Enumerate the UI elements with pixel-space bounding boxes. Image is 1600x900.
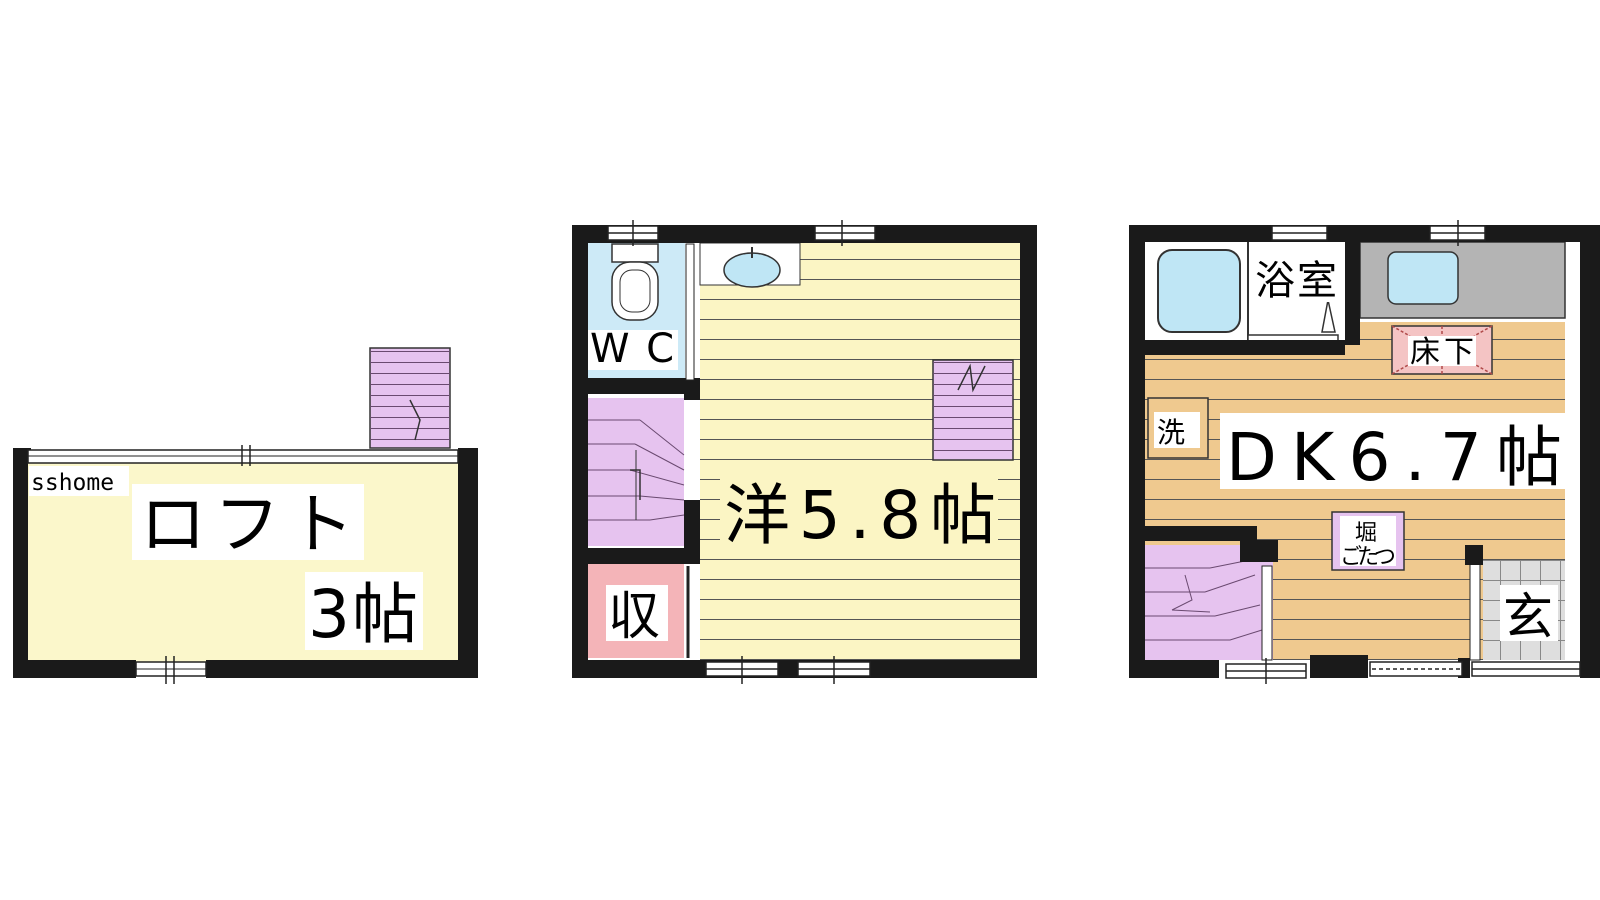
sink-icon bbox=[699, 242, 801, 288]
first-floor-plan: 浴室 床下 洗 DK6.7帖 堀 ごたつ bbox=[1129, 220, 1600, 684]
loft-walls bbox=[13, 448, 478, 678]
watermark-text: sshome bbox=[31, 470, 114, 496]
storage-label: 収 bbox=[608, 587, 660, 647]
kotatsu-label-2: ごたつ bbox=[1340, 545, 1396, 570]
second-floor-interior-walls bbox=[573, 243, 700, 564]
kitchen-sink-icon bbox=[1387, 251, 1459, 305]
first-floor-interior-walls bbox=[1145, 240, 1483, 565]
washer-icon: 洗 bbox=[1147, 397, 1209, 459]
bathtub-icon bbox=[1157, 249, 1241, 333]
kotatsu: 堀 ごたつ bbox=[1331, 511, 1405, 571]
entrance: 玄 bbox=[1469, 560, 1565, 661]
loft-top-window bbox=[27, 445, 459, 466]
second-floor-plan: WC 収 bbox=[572, 220, 1037, 684]
underfloor-storage: 床下 bbox=[1391, 325, 1493, 375]
western-room-stairs bbox=[932, 359, 1014, 461]
loft-name-label: ロフト bbox=[140, 486, 354, 563]
loft-size-label: 3帖 bbox=[308, 576, 418, 653]
entrance-label: 玄 bbox=[1503, 588, 1553, 646]
second-floor-walls bbox=[572, 225, 1037, 678]
kotatsu-label-1: 堀 bbox=[1355, 521, 1377, 546]
second-floor-stairs bbox=[588, 398, 685, 546]
washer-label: 洗 bbox=[1157, 416, 1185, 449]
loft-plan: sshome ロフト 3帖 bbox=[13, 347, 478, 684]
loft-stairs bbox=[369, 347, 451, 449]
first-floor-stairs bbox=[1145, 545, 1273, 661]
loft-bottom-window bbox=[135, 656, 207, 684]
western-room-label: 洋5.8帖 bbox=[724, 477, 996, 554]
toilet-icon bbox=[611, 243, 659, 321]
kitchen-counter bbox=[1359, 241, 1566, 319]
